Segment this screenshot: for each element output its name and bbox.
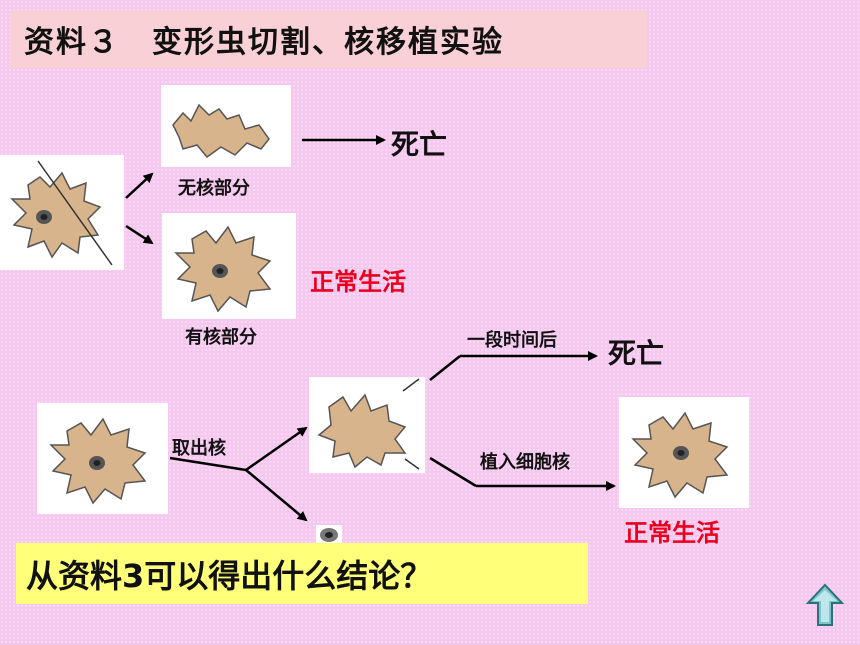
title-box: 资料３ 变形虫切割、核移植实验 (10, 10, 647, 68)
label-after-time: 一段时间后 (467, 330, 557, 351)
amoeba-cut-image (0, 155, 124, 270)
nucleate-part-image (162, 213, 296, 319)
arrow-to-restored (429, 456, 477, 488)
label-implant-nucleus: 植入细胞核 (480, 452, 570, 473)
arrow-to-enucleated (245, 426, 308, 472)
enucleated-amoeba-image (309, 377, 425, 473)
question-text: 从资料3可以得出什么结论？ (26, 556, 433, 595)
anucleate-part-image (161, 85, 291, 167)
label-normal-life-1: 正常生活 (310, 268, 406, 296)
label-anucleate-part: 无核部分 (178, 178, 250, 199)
slide-title: 资料３ 变形虫切割、核移植实验 (24, 25, 504, 60)
label-death-2: 死亡 (608, 337, 665, 370)
stem-line (169, 456, 247, 472)
original-amoeba-image (37, 403, 168, 514)
label-nucleate-part: 有核部分 (185, 327, 257, 348)
label-remove-nucleus: 取出核 (172, 438, 226, 459)
restored-amoeba-image (619, 397, 749, 508)
label-normal-life-2: 正常生活 (624, 519, 720, 547)
arrow-to-anucleate (125, 172, 154, 199)
arrow-to-nucleate (125, 224, 154, 245)
label-death-1: 死亡 (391, 128, 448, 161)
nucleus-image (316, 525, 342, 545)
nav-up-button[interactable] (805, 582, 845, 628)
arrow-to-nucleus (245, 469, 308, 522)
question-box: 从资料3可以得出什么结论？ (16, 543, 588, 604)
up-arrow-icon (805, 583, 845, 626)
arrow-to-death-2 (429, 355, 461, 381)
